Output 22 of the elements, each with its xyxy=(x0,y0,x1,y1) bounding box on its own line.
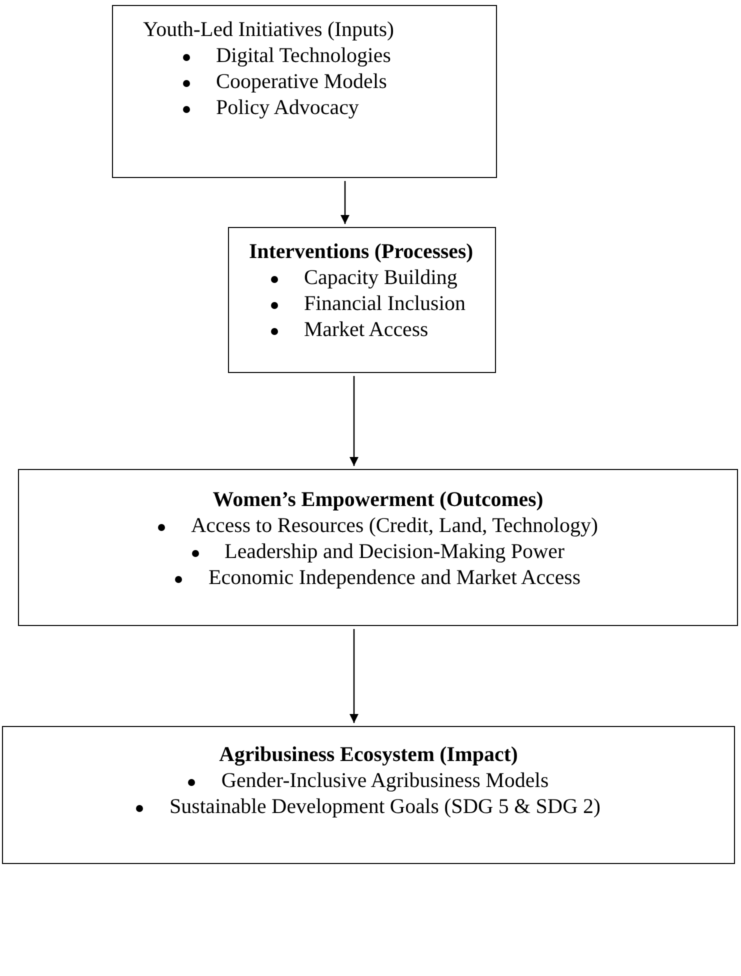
bullet-item: Sustainable Development Goals (SDG 5 & SDG 2) xyxy=(169,793,601,819)
bullet-item: Cooperative Models xyxy=(216,68,387,94)
bullet-item: Gender-Inclusive Agribusiness Models xyxy=(221,767,549,793)
process-box xyxy=(112,5,497,178)
bullet-item: Economic Independence and Market Access xyxy=(208,564,580,590)
box-heading: Agribusiness Ecosystem (Impact) xyxy=(219,741,518,767)
bullet-item: Access to Resources (Credit, Land, Technology) xyxy=(191,512,598,538)
bullet-item: Leadership and Decision-Making Power xyxy=(224,538,564,564)
box-heading: Youth-Led Initiatives (Inputs) xyxy=(142,16,394,42)
bullet-item: Policy Advocacy xyxy=(216,94,359,120)
box-heading: Women’s Empowerment (Outcomes) xyxy=(212,486,544,512)
arrow xyxy=(340,181,350,224)
process-box xyxy=(228,227,496,373)
bullet-item: Financial Inclusion xyxy=(304,290,466,316)
bullet-item: Digital Technologies xyxy=(216,42,391,68)
process-box xyxy=(2,726,735,864)
box-heading: Interventions (Processes) xyxy=(248,238,474,264)
bullet-item: Market Access xyxy=(304,316,428,342)
arrow xyxy=(350,376,358,466)
arrow xyxy=(350,629,358,723)
process-box xyxy=(18,469,738,626)
bullet-item: Capacity Building xyxy=(304,264,458,290)
